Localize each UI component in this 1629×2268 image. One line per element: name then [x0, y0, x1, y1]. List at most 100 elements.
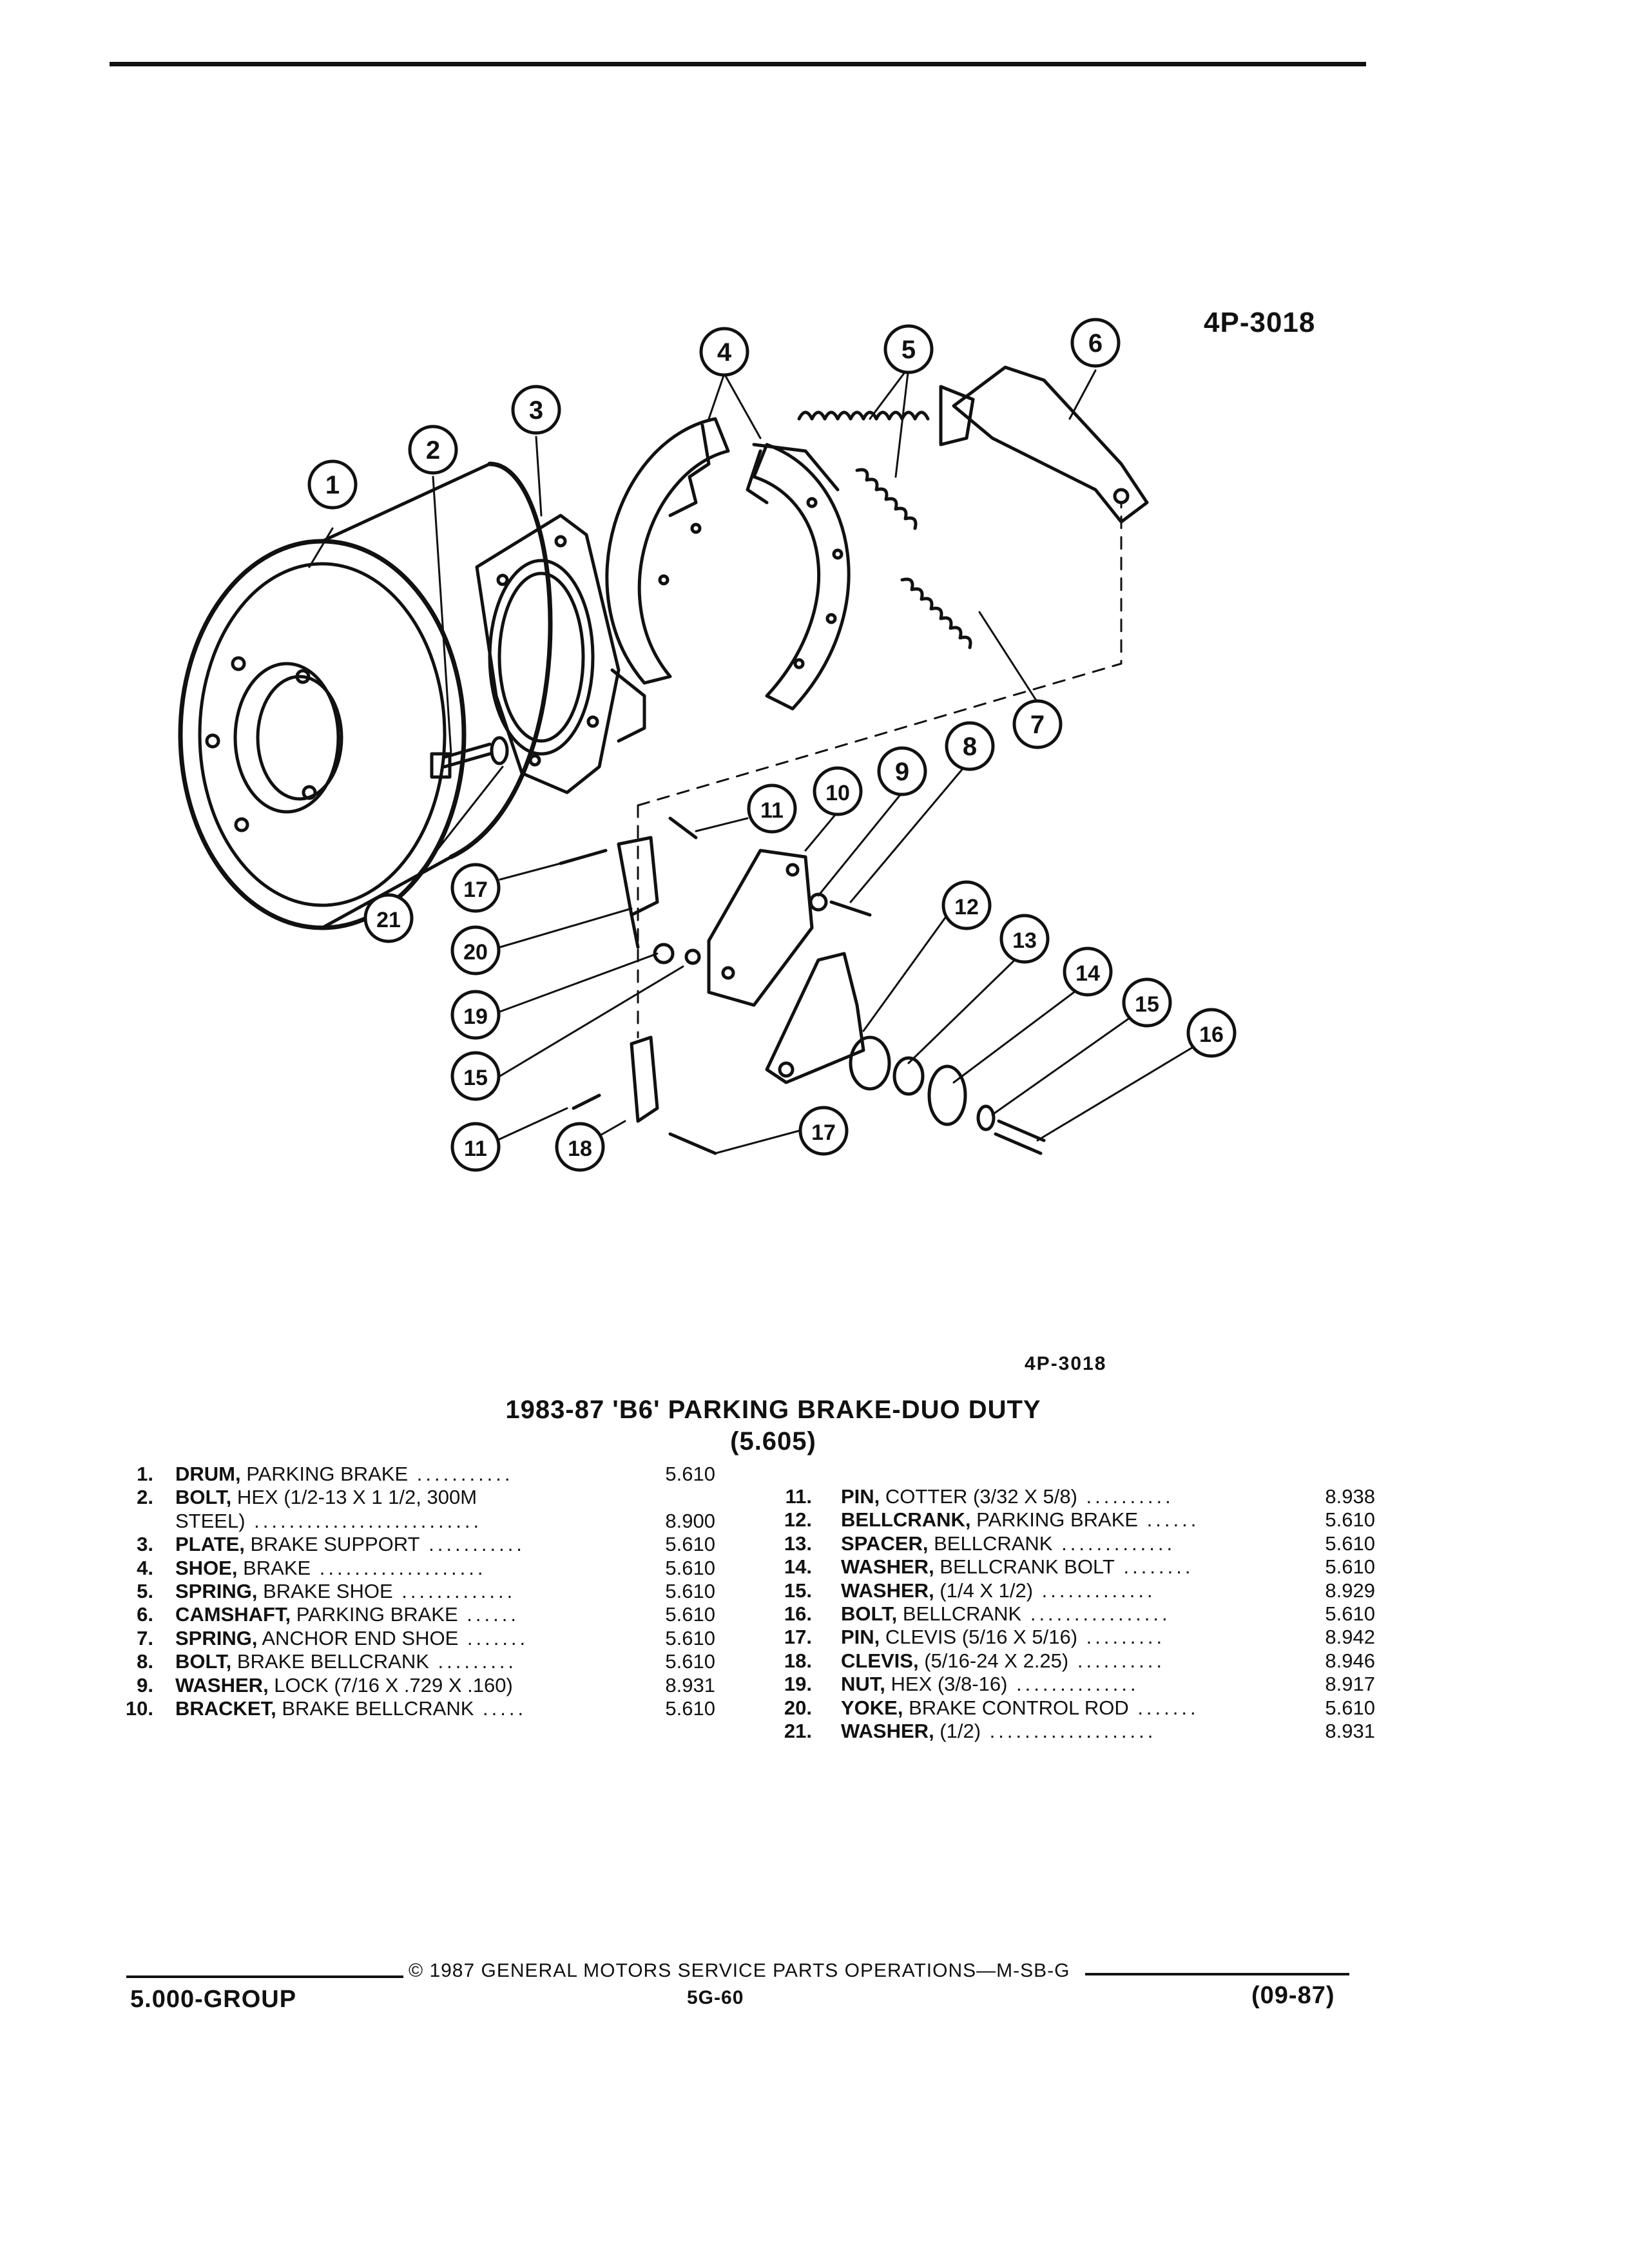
callout-label-1: 1 [325, 471, 340, 499]
callout-15 [450, 1051, 501, 1101]
callout-1 [307, 459, 358, 510]
group-number: 8.946 [1325, 1649, 1375, 1672]
callout-3 [511, 385, 561, 435]
callout-label-13: 13 [1012, 928, 1037, 953]
part-name: SPRING, [175, 1626, 258, 1649]
part-description: CLEVIS, (5/16-24 X 2.25) .......... [841, 1649, 1165, 1673]
brake-shoe-spring-part [797, 410, 930, 530]
leader-dots: ............. [1052, 1532, 1176, 1555]
part-description: SPRING, BRAKE SHOE ............. [175, 1580, 516, 1604]
bellcrank-bracket-part [707, 849, 814, 1007]
leader-dots: ................... [981, 1720, 1157, 1742]
part-number: 12. [784, 1508, 812, 1532]
callout-label-12: 12 [954, 895, 979, 919]
leader-dots: .......... [1068, 1649, 1165, 1672]
callout-label-11: 11 [760, 798, 784, 823]
callout-7 [1012, 699, 1063, 749]
part-description: DRUM, PARKING BRAKE ........... [175, 1463, 514, 1486]
part-desc: BELLCRANK BOLT [934, 1555, 1115, 1579]
part-description: BELLCRANK, PARKING BRAKE ...... [841, 1508, 1199, 1532]
leader-dots: .......................... [245, 1509, 483, 1532]
leader-dots: ..... [474, 1697, 527, 1720]
part-description: BOLT, BRAKE BELLCRANK ......... [175, 1650, 517, 1674]
group-number: 5.610 [665, 1650, 715, 1673]
figure-code-top: 4P-3018 [1204, 307, 1316, 338]
part-desc: PARKING BRAKE [240, 1463, 409, 1485]
part-desc: BRAKE BELLCRANK [231, 1650, 429, 1673]
part-name: PIN, [841, 1626, 880, 1649]
part-name: BOLT, [841, 1602, 898, 1625]
callout-8 [945, 721, 995, 771]
leader-dots: ........... [419, 1533, 525, 1556]
part-description: PIN, COTTER (3/32 X 5/8) .......... [841, 1485, 1174, 1509]
part-number: 5. [137, 1580, 153, 1602]
part-number: 18. [784, 1649, 812, 1672]
callout-label-10: 10 [825, 781, 850, 805]
part-number: 16. [784, 1602, 812, 1625]
leader-dots: ......... [1077, 1626, 1166, 1649]
part-number: 1. [137, 1463, 153, 1485]
yoke-and-clevis-part [559, 816, 872, 1155]
group-number: 8.942 [1325, 1626, 1375, 1649]
leader-dots: .............. [1007, 1673, 1139, 1696]
part-desc: BRAKE SHOE [257, 1580, 393, 1602]
part-name: WASHER, [841, 1579, 934, 1602]
group-number: 5.610 [665, 1603, 715, 1626]
brake-drum-part [178, 461, 553, 930]
callout-label-19: 19 [463, 1004, 488, 1029]
part-name: WASHER, [175, 1673, 269, 1696]
part-name: BOLT, [175, 1486, 232, 1509]
leader-dots: ................ [1021, 1602, 1171, 1625]
callout-label-16: 16 [1199, 1023, 1224, 1047]
group-number: 5.610 [665, 1697, 715, 1720]
part-description: NUT, HEX (3/8-16) .............. [841, 1673, 1139, 1696]
part-name: WASHER, [841, 1555, 934, 1579]
group-number: 8.931 [665, 1673, 715, 1696]
group-number: 8.938 [1325, 1485, 1375, 1508]
callout-label-2: 2 [426, 436, 440, 465]
page-title-line1: 1983-87 'B6' PARKING BRAKE-DUO DUTY [505, 1396, 1041, 1424]
part-desc: (5/16-24 X 2.25) [918, 1649, 1069, 1672]
part-description: WASHER, BELLCRANK BOLT ........ [841, 1555, 1193, 1579]
part-number: 15. [784, 1579, 812, 1602]
callout-5 [883, 324, 934, 374]
part-desc: BRAKE SUPPORT [244, 1533, 420, 1556]
part-number: 7. [137, 1626, 153, 1649]
part-name: CAMSHAFT, [175, 1603, 291, 1626]
part-desc: LOCK (7/16 X .729 X .160) [268, 1673, 513, 1696]
page-title-line2: (5.605) [730, 1427, 816, 1456]
callout-label-8: 8 [963, 733, 977, 761]
part-number: 3. [137, 1533, 153, 1556]
callout-11 [747, 783, 797, 834]
callout-label-20: 20 [463, 940, 488, 965]
part-desc: PARKING BRAKE [970, 1508, 1139, 1532]
part-description: CAMSHAFT, PARKING BRAKE ...... [175, 1603, 519, 1627]
part-description: BOLT, BELLCRANK ................ [841, 1602, 1171, 1626]
group-number: 8.900 [665, 1509, 715, 1532]
leader-dots: ........... [408, 1463, 514, 1485]
group-number: 5.610 [665, 1533, 715, 1556]
part-name: SPACER, [841, 1532, 929, 1555]
part-name: BRACKET, [175, 1697, 276, 1720]
leader-dots: ......... [429, 1650, 517, 1673]
part-desc: BRAKE [237, 1556, 311, 1579]
callout-10 [813, 766, 863, 816]
part-description: SHOE, BRAKE ................... [175, 1557, 486, 1581]
group-number: 5.610 [665, 1463, 715, 1485]
leader-dots: ...... [1138, 1508, 1200, 1532]
group-number: 5.610 [665, 1580, 715, 1602]
part-number: 14. [784, 1555, 812, 1579]
callout-19 [450, 990, 501, 1040]
part-description: BOLT, HEX (1/2-13 X 1 1/2, 300M [175, 1486, 477, 1510]
part-desc: COTTER (3/32 X 5/8) [880, 1485, 1077, 1508]
part-name: DRUM, [175, 1463, 241, 1485]
callout-label-6: 6 [1088, 329, 1103, 358]
page-number: 5G-60 [687, 1987, 744, 2008]
bellcrank-part [765, 952, 1046, 1155]
part-number: 13. [784, 1532, 812, 1555]
part-desc: BELLCRANK [897, 1602, 1022, 1625]
leader-dots: ........ [1114, 1555, 1194, 1579]
part-name: PLATE, [175, 1533, 245, 1556]
leader-dots: ....... [1128, 1696, 1199, 1719]
